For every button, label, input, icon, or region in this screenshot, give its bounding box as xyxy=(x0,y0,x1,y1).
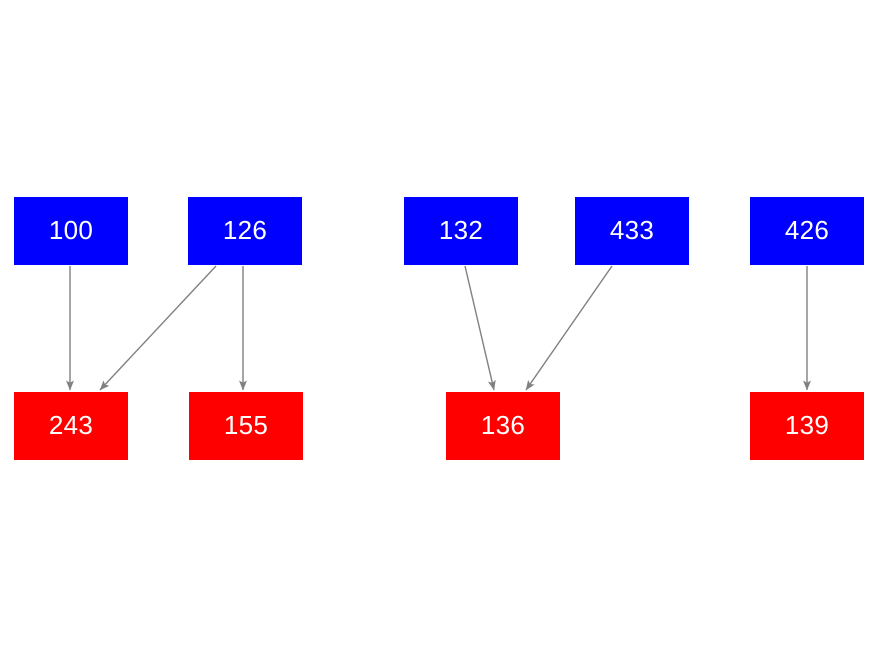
node-132[interactable]: 132 xyxy=(404,197,518,265)
node-label: 426 xyxy=(784,215,830,245)
node-139[interactable]: 139 xyxy=(750,392,864,460)
node-433[interactable]: 433 xyxy=(575,197,689,265)
node-label: 433 xyxy=(609,215,655,245)
node-label: 139 xyxy=(784,410,830,440)
edge-arrow xyxy=(525,265,613,391)
node-label: 100 xyxy=(48,215,94,245)
node-155[interactable]: 155 xyxy=(189,392,303,460)
node-label: 136 xyxy=(480,410,526,440)
node-126[interactable]: 126 xyxy=(188,197,302,265)
edge-arrow xyxy=(99,265,217,391)
node-100[interactable]: 100 xyxy=(14,197,128,265)
node-426[interactable]: 426 xyxy=(750,197,864,265)
node-136[interactable]: 136 xyxy=(446,392,560,460)
node-label: 126 xyxy=(222,215,268,245)
node-label: 132 xyxy=(438,215,484,245)
edges-group xyxy=(66,265,811,391)
node-243[interactable]: 243 xyxy=(14,392,128,460)
edge-arrow xyxy=(464,265,496,391)
node-label: 155 xyxy=(223,410,269,440)
node-label: 243 xyxy=(48,410,94,440)
